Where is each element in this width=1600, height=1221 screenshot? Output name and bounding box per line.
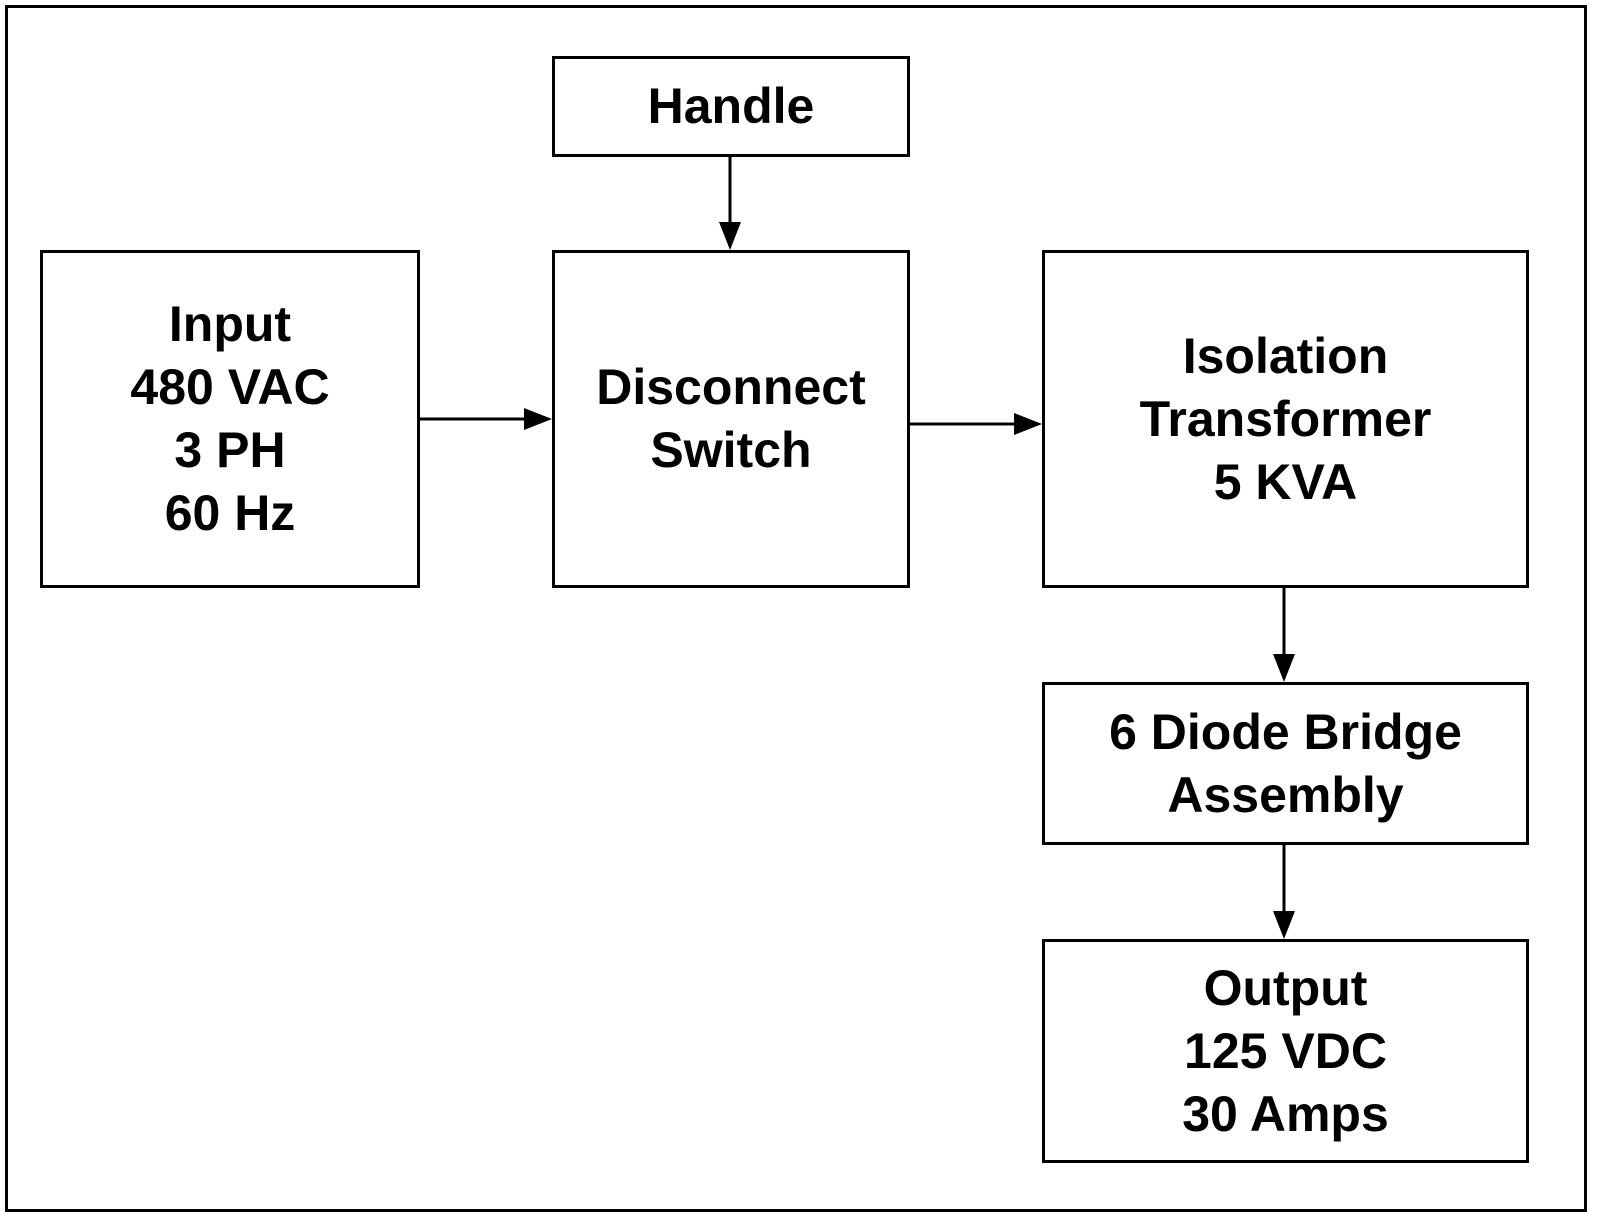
input-block: Input 480 VAC 3 PH 60 Hz (40, 250, 420, 588)
input-frequency: 60 Hz (164, 485, 296, 541)
input-voltage: 480 VAC (130, 359, 330, 415)
transformer-rating: 5 KVA (1213, 453, 1358, 510)
output-title: Output (1203, 959, 1368, 1016)
diode-bridge-block: 6 Diode Bridge Assembly (1042, 682, 1529, 845)
output-voltage: 125 VDC (1184, 1022, 1387, 1079)
transformer-label-line-2: Transformer (1139, 390, 1432, 447)
input-title: Input (168, 296, 292, 352)
handle-label: Handle (647, 78, 815, 134)
bridge-label-line-1: 6 Diode Bridge (1109, 703, 1462, 760)
switch-label-line-2: Switch (650, 422, 812, 478)
input-phase: 3 PH (174, 422, 286, 478)
disconnect-switch-block: Disconnect Switch (552, 250, 910, 588)
transformer-label-line-1: Isolation (1182, 327, 1389, 384)
isolation-transformer-block: Isolation Transformer 5 KVA (1042, 250, 1529, 588)
output-block: Output 125 VDC 30 Amps (1042, 939, 1529, 1163)
bridge-label-line-2: Assembly (1167, 766, 1404, 823)
handle-block: Handle (552, 56, 910, 157)
switch-label-line-1: Disconnect (596, 359, 866, 415)
output-current: 30 Amps (1182, 1085, 1389, 1142)
